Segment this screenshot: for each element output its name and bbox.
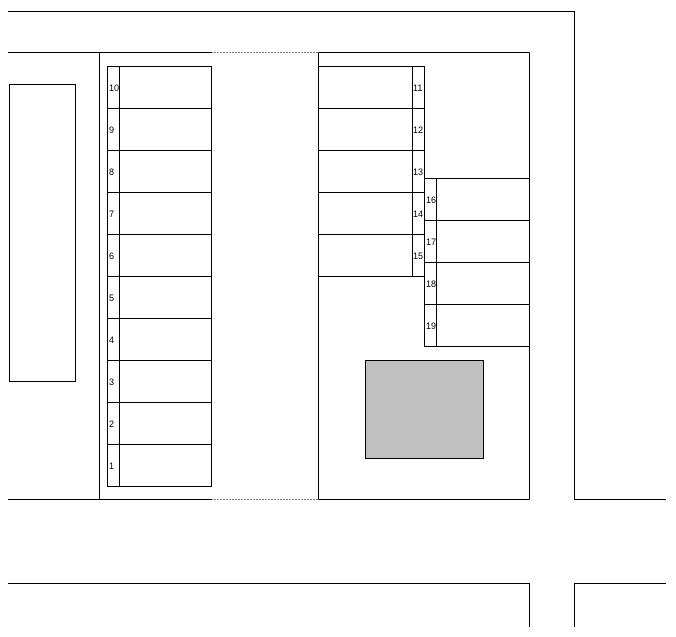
- parking-space-number: 7: [109, 209, 114, 219]
- parking-space-number: 4: [109, 335, 114, 345]
- parking-space-number: 11: [413, 83, 422, 93]
- site-boundary: [8, 11, 666, 627]
- parking-space-number: 9: [109, 125, 114, 135]
- left-building: [9, 84, 76, 382]
- parking-space-number: 5: [109, 293, 114, 303]
- parking-space-number: 16: [426, 195, 436, 205]
- parking-space-number: 19: [426, 321, 436, 331]
- parking-space-number: 13: [413, 167, 423, 177]
- parking-space-number: 6: [109, 251, 114, 261]
- parking-space-number: 10: [109, 83, 119, 93]
- parking-space-number: 12: [413, 125, 423, 135]
- parking-space-number: 18: [426, 279, 436, 289]
- gray-building: [365, 360, 484, 459]
- parking-space-number: 3: [109, 377, 114, 387]
- parking-space-number: 2: [109, 419, 114, 429]
- parking-space-number: 17: [426, 237, 436, 247]
- parking-space-number: 8: [109, 167, 114, 177]
- parking-space-number: 15: [413, 251, 423, 261]
- parking-space-number: 14: [413, 209, 423, 219]
- parking-space: 19: [424, 304, 530, 347]
- parking-space-number: 1: [109, 461, 114, 471]
- parking-space-outline: [107, 66, 212, 109]
- parking-space-outline: [424, 304, 530, 347]
- parking-space: 10: [107, 66, 212, 109]
